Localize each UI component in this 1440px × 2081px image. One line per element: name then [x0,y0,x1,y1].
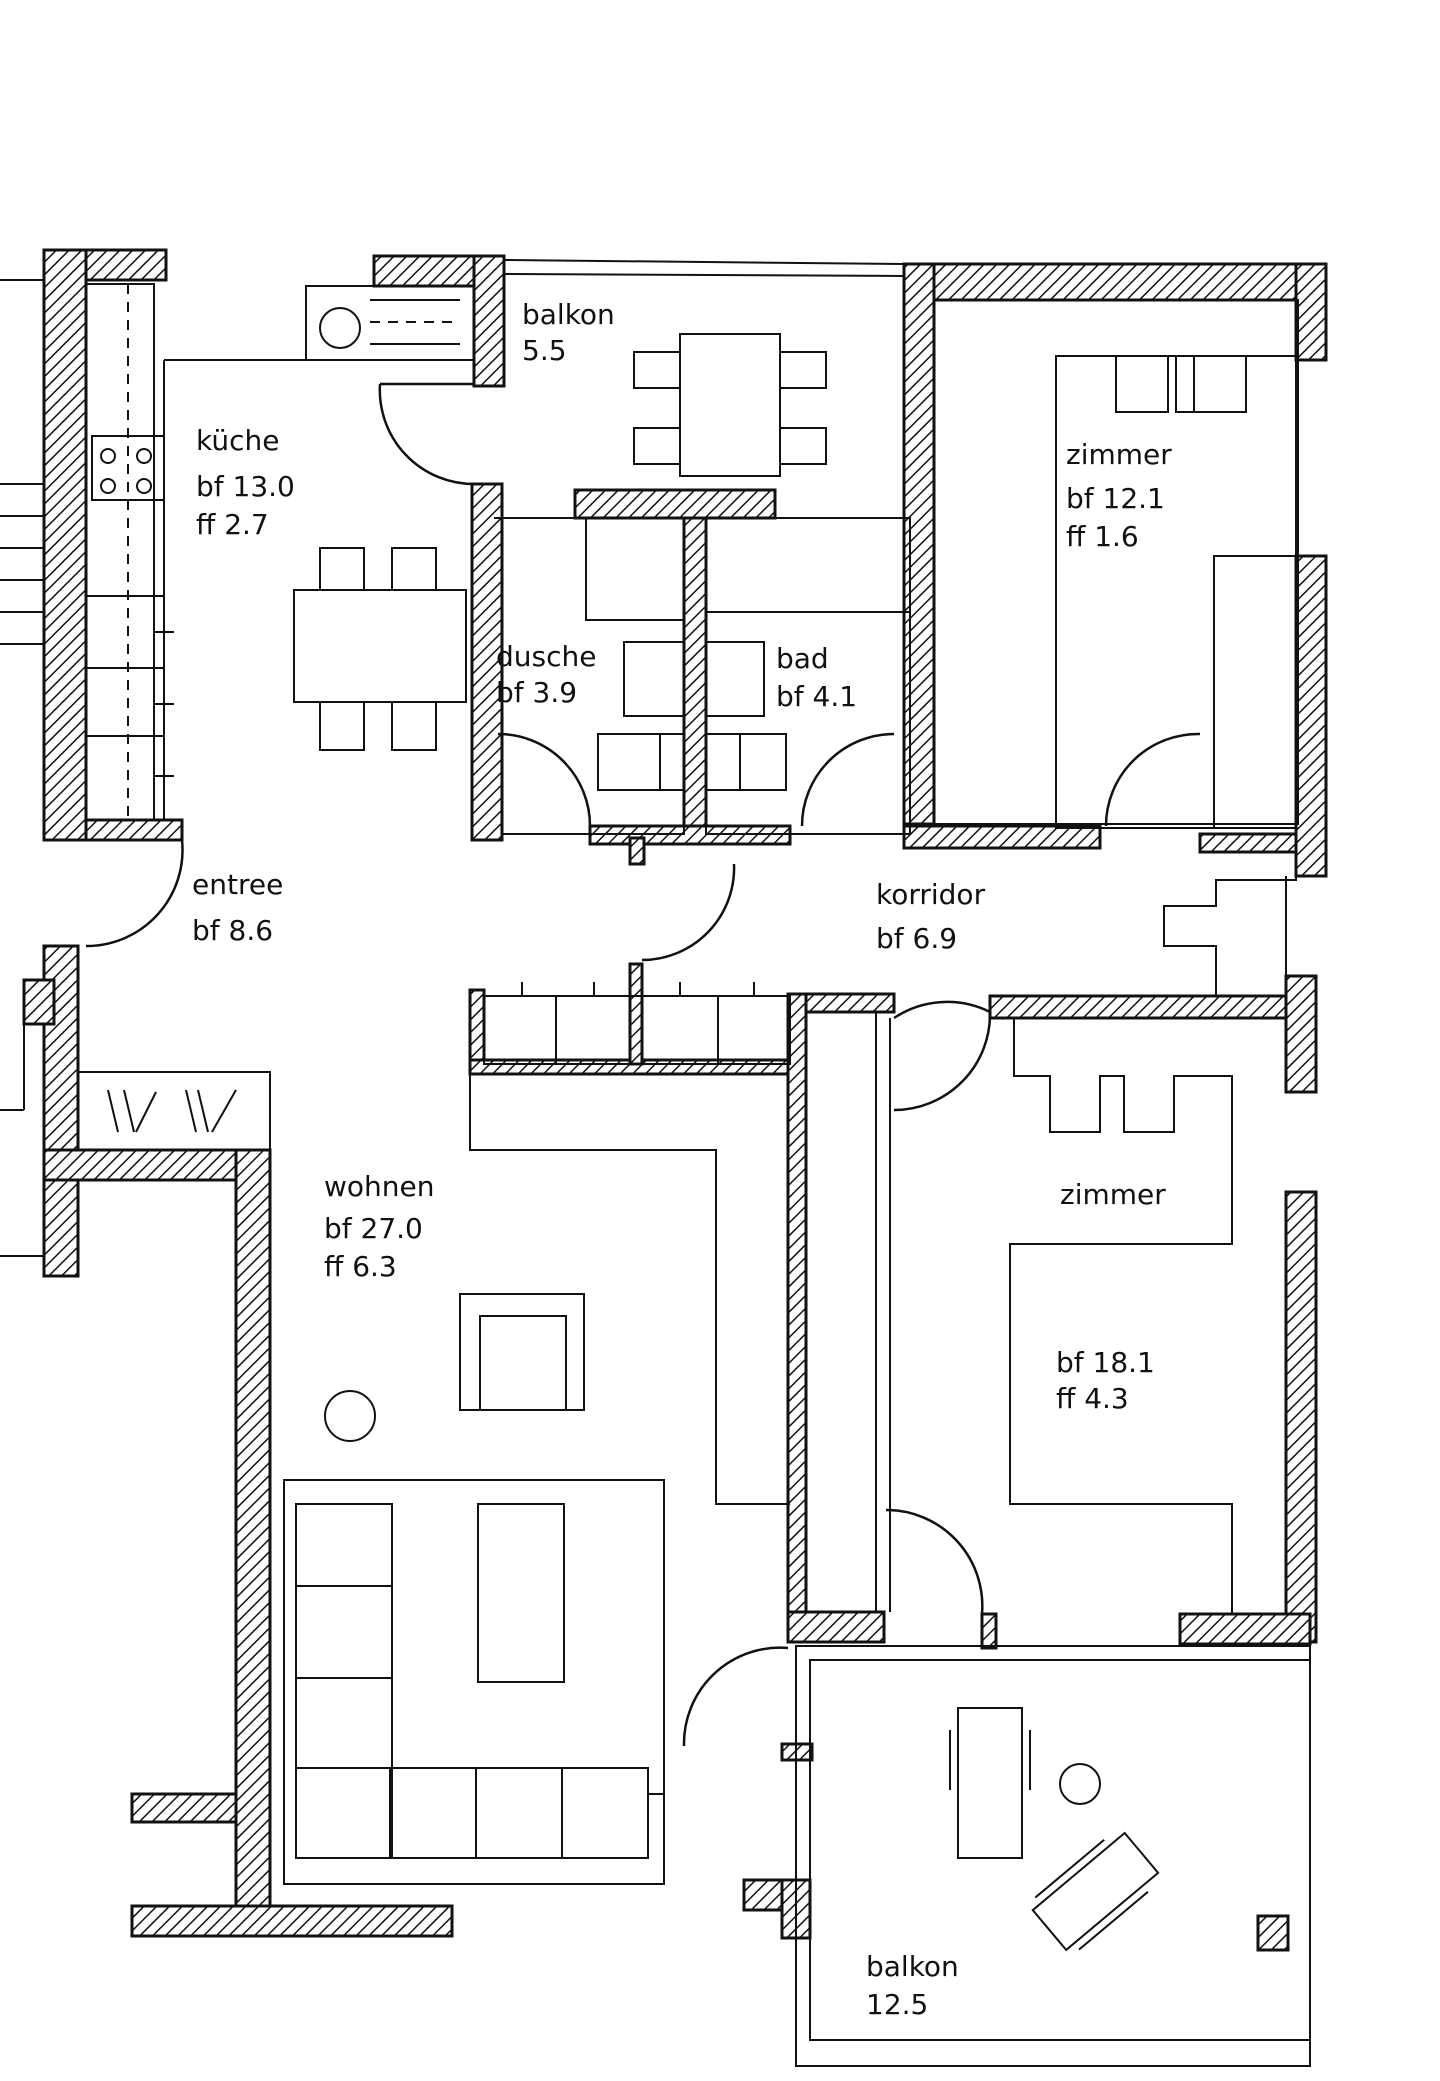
kitchen-balkon-door-icon [378,383,475,486]
dusche-door-icon [497,732,592,827]
wohnen-bf: bf 27.0 [324,1212,423,1245]
zimmer-bottom-ff: ff 4.3 [1056,1382,1129,1415]
corridor-door-icon [641,863,736,962]
zimmer-bottom-door-icon [893,1000,992,1112]
entree-bf: bf 8.6 [192,914,273,947]
wohnen-name: wohnen [324,1170,435,1203]
zimmer-top-name: zimmer [1066,438,1172,471]
balkon-top-area: 5.5 [522,334,567,367]
zimmer-bottom-name: zimmer [1060,1178,1166,1211]
bad-door-icon [800,732,895,827]
bad-name: bad [776,642,829,675]
korridor-name: korridor [876,878,986,911]
kueche-ff: ff 2.7 [196,508,269,541]
kueche-bf: bf 13.0 [196,470,295,503]
balkon-bottom-area: 12.5 [866,1988,928,2021]
entree-door-icon [85,839,184,948]
doors [85,382,1201,1747]
walls [22,248,1328,1952]
wohnen-ff: ff 6.3 [324,1250,397,1283]
entree-name: entree [192,868,283,901]
wohnen-balkon-door-icon [682,1646,789,1747]
zimmer-top-door-icon [1104,732,1201,827]
dusche-name: dusche [496,640,596,673]
outlines [0,259,1311,2067]
zimmer-bottom-bf: bf 18.1 [1056,1346,1155,1379]
zimmer-top-ff: ff 1.6 [1066,520,1139,553]
zimmer-balkon-door-icon [885,1508,984,1615]
balkon-bottom-name: balkon [866,1950,959,1983]
dusche-bf: bf 3.9 [496,676,577,709]
balkon-top-name: balkon [522,298,615,331]
zimmer-top-bf: bf 12.1 [1066,482,1165,515]
korridor-bf: bf 6.9 [876,922,957,955]
kueche-name: küche [196,424,279,457]
bad-bf: bf 4.1 [776,680,857,713]
room-labels: küche bf 13.0 ff 2.7 balkon 5.5 zimmer b… [192,298,1172,2021]
